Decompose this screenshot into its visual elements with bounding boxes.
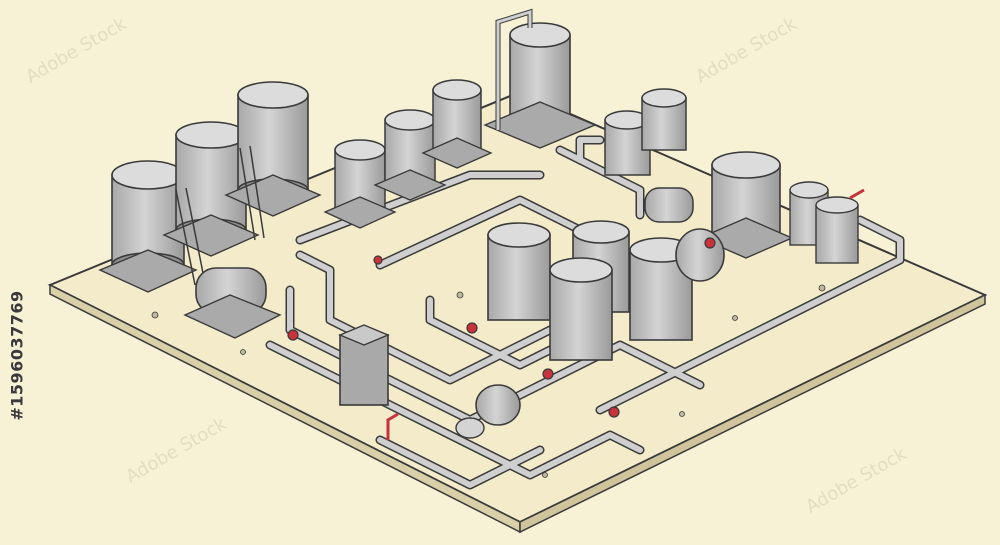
process-tank-row — [323, 79, 493, 229]
pump-bottom — [455, 384, 521, 439]
center-tank-cluster — [487, 220, 693, 361]
valve-levers — [386, 188, 865, 440]
machine-housing — [338, 324, 390, 406]
tall-silo — [483, 8, 597, 149]
pump-motor-left — [183, 267, 282, 339]
pipe-network — [265, 135, 905, 490]
stock-id-text: #1596037769 — [7, 289, 27, 421]
storage-tank-left-1 — [98, 160, 198, 293]
ladder-left — [175, 145, 265, 286]
tank-group-right — [604, 88, 859, 264]
storage-tank-left-2 — [162, 121, 260, 257]
valve-handles — [287, 237, 716, 418]
stock-id-label: #1596037769 — [4, 290, 30, 420]
ground-pebbles — [151, 284, 826, 478]
storage-tank-left-3 — [224, 81, 322, 217]
